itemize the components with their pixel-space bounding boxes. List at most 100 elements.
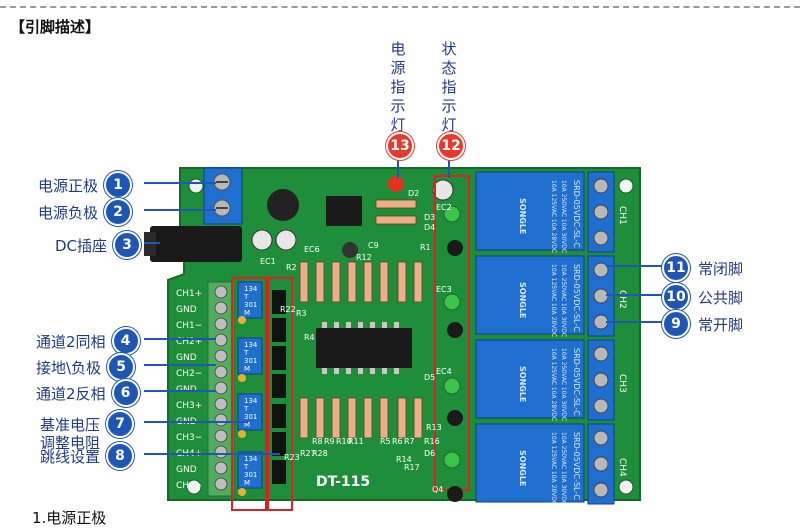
part-ref-label: D5 <box>424 373 435 382</box>
part-ref-label: EC3 <box>436 285 452 294</box>
part-ref-label: D4 <box>424 223 435 232</box>
callout-1: 电源正极 1 <box>38 171 133 199</box>
relay-body <box>475 171 585 251</box>
relay-channel-label: CH4 <box>617 458 627 477</box>
mount-hole <box>618 178 634 194</box>
relay-rating-text: 10A 250VAC 10A 30VDC <box>560 432 567 505</box>
part-ref-label: EC2 <box>436 203 452 212</box>
resistor-array <box>299 199 423 439</box>
part-ref-label: R23 <box>284 453 300 462</box>
relay-model-text: SRD-05VDC-SL-C <box>572 264 581 332</box>
part-ref-label: R8 <box>312 437 323 446</box>
pot-code-text: T <box>243 293 249 301</box>
callout-8: 跳线设置 8 <box>40 442 135 470</box>
pin-label: CH1− <box>176 321 202 331</box>
part-ref-label: D3 <box>424 213 435 222</box>
main-ic <box>316 322 412 374</box>
relay-rating-text: 10A 125VAC 10A 28VDC <box>550 180 557 253</box>
part-ref-label: R1 <box>420 243 431 252</box>
pot-code-text: 134 <box>244 285 258 293</box>
part-ref-label: R13 <box>426 423 442 432</box>
status-leds <box>443 205 461 469</box>
part-ref-label: D2 <box>408 189 419 198</box>
relay-rating-text: 10A 125VAC 10A 28VDC <box>550 264 557 337</box>
callout-label: 跳线设置 <box>40 447 101 466</box>
section-title: 【引脚描述】 <box>10 18 101 36</box>
callout-number: 5 <box>107 353 136 381</box>
pin-label: CH2+ <box>176 337 202 347</box>
callout-label: 常开脚 <box>698 315 744 334</box>
callout-6: 通道2反相 6 <box>36 379 140 407</box>
pin-label: CH4− <box>176 481 202 491</box>
power-led <box>388 176 404 192</box>
callout-number: 7 <box>106 410 135 438</box>
relay-brand-text: SONGLE <box>518 366 527 402</box>
pin-label: CH3− <box>176 433 202 443</box>
pot-code-text: M <box>244 479 250 487</box>
mount-hole <box>188 178 204 194</box>
part-ref-label: R7 <box>404 437 415 446</box>
relay-body <box>475 339 585 419</box>
callout-number: 2 <box>104 198 133 226</box>
small-ic <box>326 196 362 226</box>
relay-channel-label: CH2 <box>617 290 627 309</box>
relay-rating-text: 10A 250VAC 10A 30VDC <box>560 180 567 253</box>
pin-label: CH3+ <box>176 401 202 411</box>
pot-code-text: T <box>243 349 249 357</box>
relay-rating-text: 10A 250VAC 10A 30VDC <box>560 348 567 421</box>
pin-label: CH2− <box>176 369 202 379</box>
relay-model-text: SRD-05VDC-SL-C <box>572 348 581 416</box>
pot-code-text: 301 <box>244 471 257 479</box>
part-ref-label: R5 <box>380 437 391 446</box>
pin-label: GND <box>176 353 197 363</box>
part-ref-label: R16 <box>424 437 440 446</box>
input-terminal-strip <box>207 281 235 497</box>
callout-9: 9 常开脚 <box>662 310 743 338</box>
pin-label: CH1+ <box>176 289 202 299</box>
callout-label: 通道2反相 <box>36 384 106 403</box>
part-ref-label: EC1 <box>260 257 276 266</box>
part-ref-label: R10 <box>336 437 352 446</box>
pot-code-text: M <box>244 309 250 317</box>
relay-body <box>475 255 585 335</box>
callout-number: 4 <box>111 327 140 355</box>
pot-code-text: 301 <box>244 357 257 365</box>
part-ref-label: R3 <box>296 309 307 318</box>
callout-3: DC插座 3 <box>55 231 142 259</box>
relay-brand-text: SONGLE <box>518 282 527 318</box>
callout-11: 11 常闭脚 <box>662 254 743 282</box>
pin-label: GND <box>176 305 197 315</box>
top-label-power-led: 电源指示灯 <box>390 40 406 134</box>
part-ref-label: R4 <box>304 333 315 342</box>
part-ref-label: D6 <box>424 449 435 458</box>
callout-number: 8 <box>106 442 135 470</box>
inductor <box>267 189 299 221</box>
jumper-headers <box>272 290 286 484</box>
part-ref-label: R9 <box>324 437 335 446</box>
top-label-status-led: 状态指示灯 <box>441 40 457 134</box>
part-ref-label: R14 <box>396 455 412 464</box>
callout-number: 11 <box>662 254 690 282</box>
mount-hole <box>186 479 202 495</box>
pin-label: GND <box>176 465 197 475</box>
callout-7: 基准电压 7 <box>40 410 135 438</box>
pot-code-text: 134 <box>244 341 258 349</box>
callout-label: 基准电压 <box>40 415 101 434</box>
mount-hole <box>618 479 634 495</box>
part-ref-label: R22 <box>280 305 296 314</box>
relay-channel-label: CH3 <box>617 374 627 393</box>
callout-number: 1 <box>104 171 133 199</box>
board-model: DT-115 <box>316 474 370 490</box>
callout-number: 6 <box>111 379 140 407</box>
part-ref-label: R12 <box>356 253 372 262</box>
relay-model-text: SRD-05VDC-SL-C <box>572 180 581 248</box>
relay-rating-text: 10A 250VAC 10A 30VDC <box>560 264 567 337</box>
part-ref-label: R2 <box>286 263 297 272</box>
callout-label: 公共脚 <box>698 288 744 307</box>
callout-10: 10 公共脚 <box>662 283 743 311</box>
part-ref-label: R11 <box>348 437 364 446</box>
callout-label: DC插座 <box>55 236 108 255</box>
